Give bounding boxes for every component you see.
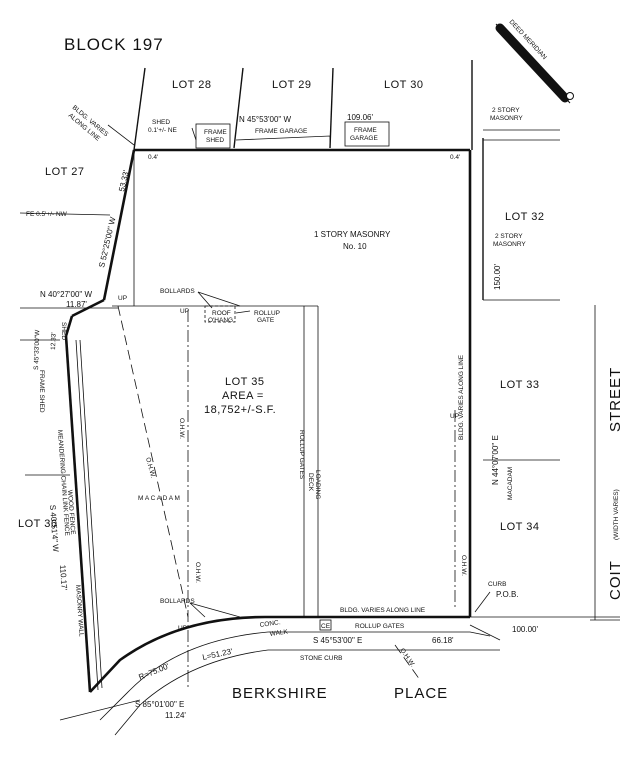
up-label-1: UP bbox=[118, 295, 127, 302]
leader-lines bbox=[19, 124, 491, 618]
frame-shed-label-2: SHED bbox=[206, 137, 224, 144]
bollards-top-label: BOLLARDS bbox=[160, 288, 195, 295]
lot-35-area-label: AREA = bbox=[222, 390, 264, 402]
lot-34-label: LOT 34 bbox=[500, 521, 540, 533]
pob-distance: 100.00' bbox=[512, 625, 538, 634]
frame-shed-label-1: FRAME bbox=[204, 129, 227, 136]
stone-curb-label: STONE CURB bbox=[300, 655, 343, 662]
street-coit-label: COIT bbox=[607, 560, 624, 600]
south-distance: 66.18' bbox=[432, 636, 454, 645]
macadam-label: M A C A D A M bbox=[138, 495, 180, 502]
roof-ohang-label-2: O'HANG bbox=[208, 317, 233, 324]
two-story-masonry-top: 2 STORY bbox=[492, 107, 520, 114]
up-label-2: UP bbox=[180, 308, 189, 315]
south-bearing: S 45°53'00" E bbox=[313, 636, 362, 645]
curve-radius: R=75.00' bbox=[137, 661, 170, 682]
north-arrow: DEED MERIDIAN bbox=[495, 19, 574, 104]
east-distance: 150.00' bbox=[493, 264, 502, 290]
masonry-wall-label: MASONRY WALL bbox=[74, 585, 85, 638]
bldg-varies-right: BLDG. VARIES ALONG LINE bbox=[458, 354, 465, 440]
ohw-label-1: O.H.W. bbox=[178, 418, 185, 439]
neighbor-lot-lines bbox=[20, 60, 596, 620]
building-number-label: No. 10 bbox=[343, 242, 367, 251]
frame-garage-label: FRAME GARAGE bbox=[255, 128, 308, 135]
lot-28-label: LOT 28 bbox=[172, 79, 212, 91]
bldg-varies-bottom: BLDG. VARIES ALONG LINE bbox=[340, 607, 426, 614]
rollup-gates-vertical-label: ROLLUP GATES bbox=[298, 430, 305, 480]
lot-30-label: LOT 30 bbox=[384, 79, 424, 91]
frame-garage-30-label-1: FRAME bbox=[354, 127, 377, 134]
street-width-label: (WIDTH VARIES) bbox=[613, 489, 620, 540]
block-label: BLOCK 197 bbox=[64, 35, 164, 54]
pob-label: P.O.B. bbox=[496, 590, 519, 599]
ce-box bbox=[319, 619, 332, 631]
offset-left-label: 0.4' bbox=[148, 154, 158, 161]
west-lower-distance: 110.17' bbox=[58, 565, 69, 591]
frame-shed-side-label: FRAME SHED bbox=[38, 370, 45, 413]
ohw-label-3: O.H.W. bbox=[194, 562, 201, 583]
south-short-bearing: S 85°01'00" E bbox=[135, 700, 184, 709]
building-footprint bbox=[112, 121, 390, 617]
conc-walk-label-1: CONC. bbox=[259, 619, 281, 629]
street-lines bbox=[59, 616, 620, 736]
shed-side-label: SHED bbox=[60, 322, 67, 340]
shed-label: SHED bbox=[152, 119, 170, 126]
west-jog2-distance: 12.33' bbox=[50, 332, 58, 350]
north-line-bearing: N 45°53'00" W bbox=[239, 115, 291, 124]
rollup-gate-label-1: ROLLUP bbox=[254, 310, 280, 317]
two-story-masonry-mid: 2 STORY bbox=[495, 233, 523, 240]
lot-29-label: LOT 29 bbox=[272, 79, 312, 91]
ohw-label-2: O.H.W. bbox=[144, 457, 156, 479]
roof-ohang-label-1: ROOF bbox=[212, 310, 231, 317]
macadam-small-label: MACADAM bbox=[507, 467, 514, 500]
up-label-3: UP bbox=[178, 625, 187, 632]
curve-length: L=51.23' bbox=[202, 647, 234, 662]
two-story-masonry-top-b: MASONRY bbox=[490, 115, 523, 122]
street-street-label: STREET bbox=[607, 367, 624, 432]
offset-right-label: 0.4' bbox=[450, 154, 460, 161]
up-label-4: UP bbox=[450, 413, 459, 420]
two-story-masonry-mid-b: MASONRY bbox=[493, 241, 526, 248]
shed-offset-label: 0.1'+/- NE bbox=[148, 127, 178, 134]
lot-36-label: LOT 36 bbox=[18, 518, 58, 530]
rollup-gates-bottom-label: ROLLUP GATES bbox=[355, 623, 405, 630]
lot-35-label: LOT 35 bbox=[225, 376, 265, 388]
east-bearing: N 44°07'00" E bbox=[491, 435, 500, 485]
west-lower-bearing: S 40°51'4" W bbox=[48, 505, 60, 553]
property-boundary bbox=[64, 148, 472, 693]
north-line-distance: 109.06' bbox=[347, 113, 373, 122]
frame-garage-30-label-2: GARAGE bbox=[350, 135, 378, 142]
jog-bearing: N 40°27'00" W bbox=[40, 290, 92, 299]
loading-deck-label-1: LOADING bbox=[314, 470, 321, 499]
jog-distance: 11.87' bbox=[66, 300, 87, 309]
lot-27-label: LOT 27 bbox=[45, 166, 85, 178]
lot-35-area-value: 18,752+/-S.F. bbox=[204, 404, 276, 416]
ohw-label-4: O.H.W. bbox=[460, 555, 467, 576]
conc-walk-label-2: WALK bbox=[269, 628, 289, 638]
fe-offset-label: FE 0.5'+/- NW bbox=[26, 211, 68, 218]
ce-label: CE bbox=[321, 623, 331, 630]
west-fence bbox=[75, 339, 103, 691]
lot-33-label: LOT 33 bbox=[500, 379, 540, 391]
street-berkshire-label: BERKSHIRE bbox=[232, 685, 328, 702]
street-place-label: PLACE bbox=[394, 685, 448, 702]
rollup-gate-label-2: GATE bbox=[257, 317, 275, 324]
south-short-distance: 11.24' bbox=[165, 711, 186, 720]
wood-fence-label: WOOD FENCE bbox=[66, 490, 76, 536]
curb-label: CURB bbox=[488, 581, 506, 588]
lot-32-label: LOT 32 bbox=[505, 211, 545, 223]
overhead-wires bbox=[117, 305, 456, 690]
bollards-bottom-label: BOLLARDS bbox=[160, 598, 195, 605]
loading-deck-label-2: DECK bbox=[307, 473, 314, 492]
building-type-label: 1 STORY MASONRY bbox=[314, 230, 391, 239]
west-jog2-bearing: S 45°33'00"W bbox=[32, 329, 41, 370]
